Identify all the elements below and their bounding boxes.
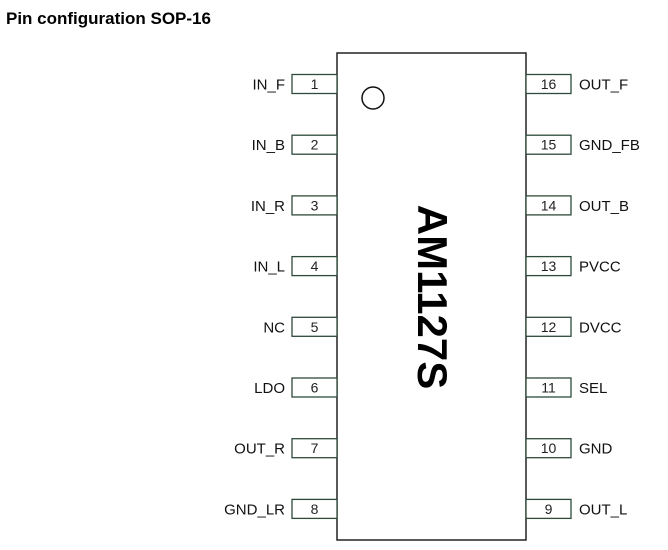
pin-number: 16 [541,76,557,92]
pin-number: 7 [311,440,319,456]
pin-label: NC [263,319,285,336]
pin-number: 15 [541,137,557,153]
pin-box [291,498,338,520]
diagram-title: Pin configuration SOP-16 [6,9,211,28]
pin-box [525,73,572,95]
pin-number: 13 [541,258,557,274]
pin-box [291,377,338,398]
pin-number: 11 [541,380,556,396]
pin-number: 1 [311,76,319,92]
pin-box [525,195,572,216]
pin-label: OUT_R [234,441,285,458]
pin-box [525,134,572,155]
pin-number: 9 [545,501,553,517]
pin-number: 4 [311,258,319,274]
pin-label: IN_B [252,137,285,154]
pin-number: 3 [311,197,319,213]
pin-label: LDO [254,380,285,397]
pin-label: IN_F [252,77,285,94]
pin-label: IN_R [251,198,285,215]
pin-label: OUT_B [579,198,629,215]
pin-number: 5 [311,319,319,335]
chip-body [336,52,527,541]
pin-number: 8 [311,501,319,517]
pin-number: 12 [541,319,557,335]
pin1-marker [361,86,385,110]
pin-label: OUT_L [579,501,627,518]
pin-box [525,316,572,337]
pin-box [291,316,338,337]
pin-box [525,377,572,398]
chip-name: AM1127S [409,205,456,389]
pin-number: 14 [541,197,557,213]
pin-box [525,255,572,277]
pin-label: GND_FB [579,137,640,154]
pin-number: 10 [541,440,557,456]
pin-box [291,134,338,155]
pin-label: PVCC [579,259,621,276]
pin-box [525,498,572,520]
pin-box [291,255,338,277]
pin-label: DVCC [579,319,622,336]
pin-box [525,438,572,459]
pin-label: OUT_F [579,77,628,94]
pin-label: SEL [579,380,607,397]
pin-number: 2 [311,137,319,153]
pin-box [291,73,338,95]
pin-number: 6 [311,380,319,396]
pin-label: IN_L [253,259,285,276]
pin-box [291,195,338,216]
pin-label: GND_LR [224,501,285,518]
pin-box [291,438,338,459]
pin-label: GND [579,441,613,458]
